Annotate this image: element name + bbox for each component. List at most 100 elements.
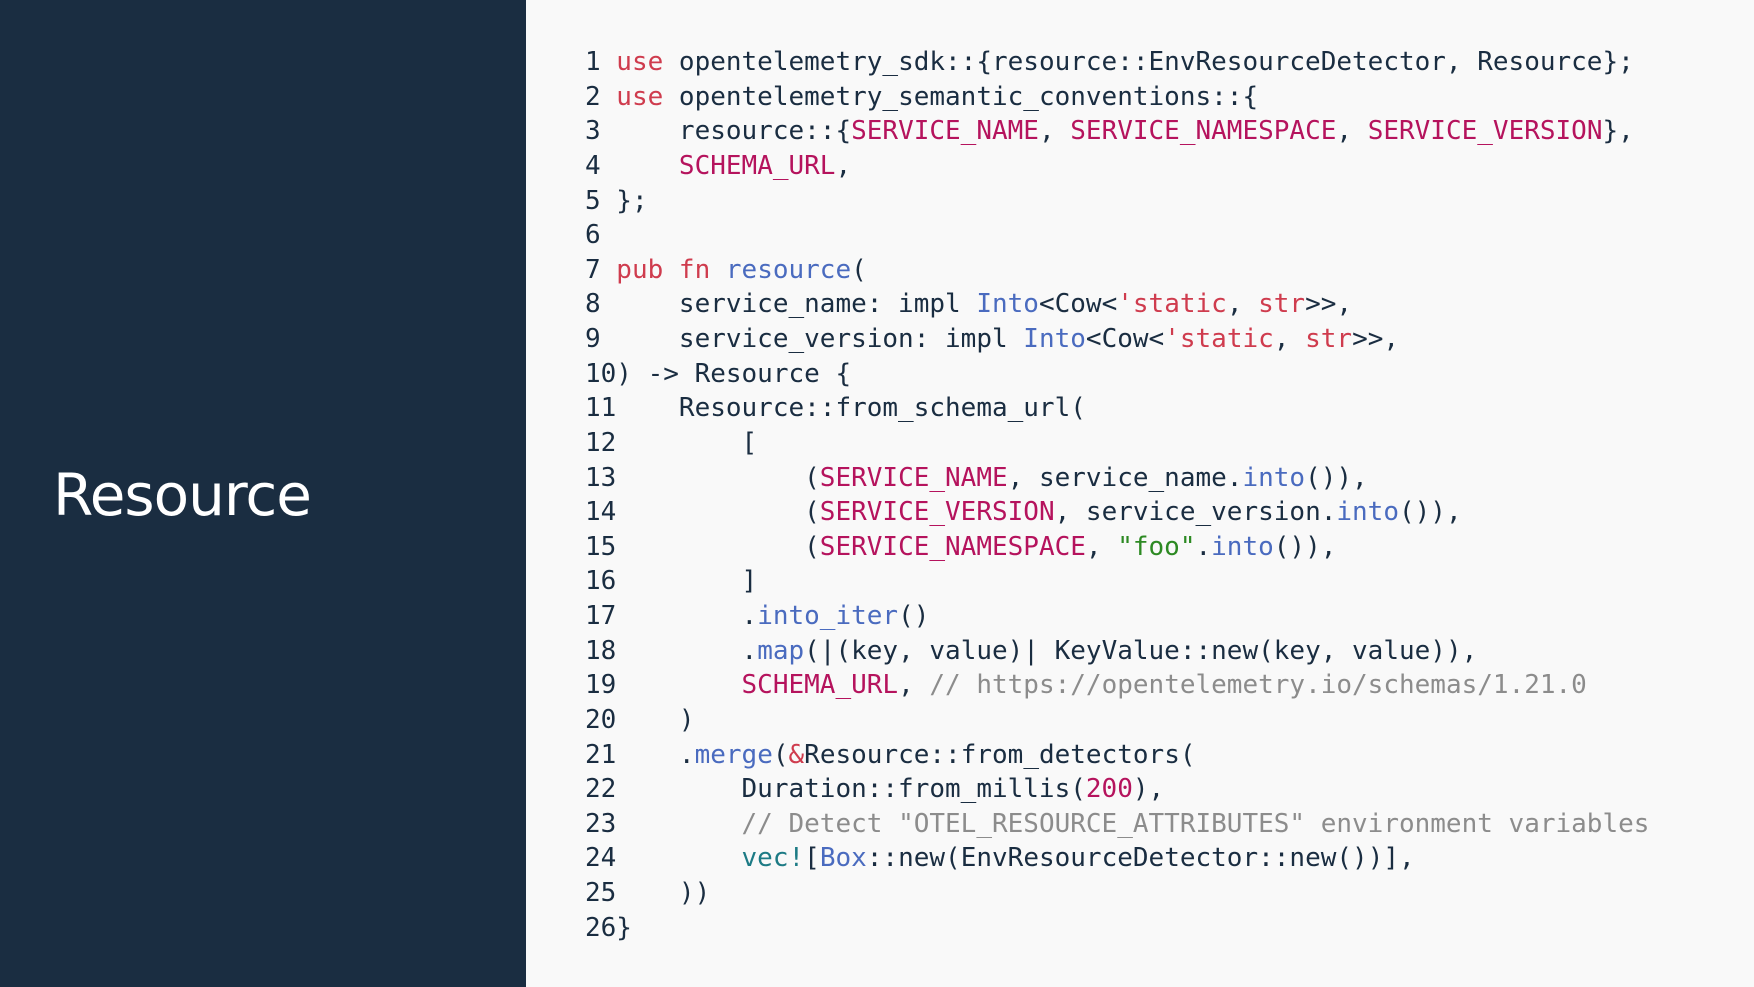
- code-line: 26}: [585, 911, 1649, 946]
- line-number: 11: [585, 393, 617, 424]
- code-line: 14 (SERVICE_VERSION, service_version.int…: [585, 495, 1649, 530]
- title-sidebar: Resource: [0, 0, 526, 987]
- code-token: Box: [819, 843, 867, 874]
- code-line: 13 (SERVICE_NAME, service_name.into()),: [585, 461, 1649, 496]
- code-token: ): [616, 704, 695, 735]
- code-token: <Cow<: [1038, 289, 1118, 320]
- code-token: };: [616, 185, 648, 216]
- line-number: 22: [585, 774, 617, 805]
- code-token: // Detect "OTEL_RESOURCE_ATTRIBUTES" env…: [741, 808, 1650, 839]
- code-line: 17 .into_iter(): [585, 599, 1649, 634]
- code-token: Into: [1023, 324, 1086, 354]
- code-token: ()),: [1305, 462, 1368, 493]
- code-token: pub: [616, 254, 664, 285]
- line-number: 23: [585, 808, 617, 839]
- line-number: 3: [585, 116, 601, 147]
- code-token: (: [851, 254, 867, 285]
- code-line: 9 service_version: impl Into<Cow<'static…: [585, 322, 1649, 357]
- line-number: 15: [585, 531, 617, 562]
- code-token: ),: [1132, 774, 1165, 805]
- code-line: 24 vec![Box::new(EnvResourceDetector::ne…: [585, 841, 1649, 876]
- line-number: 13: [585, 462, 617, 493]
- code-token: .: [616, 739, 695, 770]
- code-token: )): [616, 878, 711, 908]
- code-token: [616, 809, 741, 839]
- code-line: 18 .map(|(key, value)| KeyValue::new(key…: [585, 634, 1649, 669]
- line-number: 19: [585, 670, 617, 701]
- line-number: 14: [585, 497, 617, 528]
- code-line: 21 .merge(&Resource::from_detectors(: [585, 738, 1649, 773]
- code-token: use: [616, 47, 664, 77]
- code-line: 16 ]: [585, 564, 1649, 599]
- code-token: fn: [678, 254, 711, 285]
- code-token: SCHEMA_URL: [741, 670, 899, 701]
- code-token: 200: [1085, 774, 1133, 805]
- code-line: 6: [585, 218, 1649, 253]
- code-token: Duration::from_millis(: [616, 774, 1086, 805]
- code-line: 3 resource::{SERVICE_NAME, SERVICE_NAMES…: [585, 114, 1649, 149]
- code-token: into: [1336, 497, 1399, 528]
- code-token: ()),: [1399, 497, 1462, 528]
- line-number: 20: [585, 704, 617, 735]
- code-token: ,: [1273, 324, 1306, 354]
- line-number: 4: [585, 150, 601, 181]
- line-number: 10: [585, 358, 617, 389]
- code-token: str: [1305, 324, 1353, 354]
- line-number: 2: [585, 81, 601, 112]
- code-token: SCHEMA_URL: [678, 150, 836, 181]
- code-line: 8 service_name: impl Into<Cow<'static, s…: [585, 287, 1649, 322]
- line-number: 17: [585, 601, 617, 631]
- line-number: 6: [585, 220, 601, 251]
- code-token: [616, 670, 741, 700]
- code-token: (: [616, 531, 820, 562]
- code-token: Resource::from_schema_url(: [616, 393, 1086, 424]
- code-line: 15 (SERVICE_NAMESPACE, "foo".into()),: [585, 530, 1649, 565]
- code-token: >>,: [1305, 289, 1353, 320]
- code-token: SERVICE_NAME: [819, 462, 1008, 493]
- code-token: resource::{: [616, 116, 852, 147]
- line-number: 25: [585, 878, 617, 908]
- line-number: 12: [585, 427, 617, 458]
- code-token: &: [788, 739, 805, 770]
- line-number: 8: [585, 289, 601, 320]
- code-token: .: [616, 635, 758, 666]
- code-token: vec!: [741, 843, 805, 874]
- line-number: 24: [585, 843, 617, 874]
- code-token: SERVICE_VERSION: [1367, 116, 1603, 147]
- line-number: 1: [585, 47, 601, 77]
- code-line: 12 [: [585, 426, 1649, 461]
- code-token: [663, 255, 679, 285]
- code-line: 19 SCHEMA_URL, // https://opentelemetry.…: [585, 668, 1649, 703]
- code-token: }: [616, 912, 632, 943]
- code-line: 25 )): [585, 876, 1649, 911]
- code-token: ]: [616, 566, 758, 597]
- code-token: , service_version.: [1054, 497, 1337, 528]
- code-token: [616, 843, 741, 873]
- line-number: 5: [585, 185, 601, 216]
- line-number: 18: [585, 635, 617, 666]
- code-line: 10) -> Resource {: [585, 357, 1649, 392]
- code-token: into: [1242, 462, 1306, 493]
- code-token: Resource::from_detectors(: [804, 739, 1196, 770]
- code-token: into_iter: [757, 601, 899, 631]
- code-token: (: [616, 497, 820, 528]
- line-number: 26: [585, 912, 617, 943]
- code-token: <Cow<: [1085, 324, 1165, 354]
- code-token: [: [616, 427, 758, 458]
- code-token: SERVICE_VERSION: [819, 497, 1055, 528]
- code-token: ()),: [1273, 531, 1337, 562]
- code-token: SERVICE_NAMESPACE: [1070, 116, 1337, 147]
- code-token: service_version: impl: [616, 324, 1024, 354]
- slide-title: Resource: [53, 461, 312, 529]
- line-number: 16: [585, 566, 617, 597]
- code-line: 11 Resource::from_schema_url(: [585, 391, 1649, 426]
- code-line: 22 Duration::from_millis(200),: [585, 772, 1649, 807]
- code-token: SERVICE_NAME: [851, 116, 1039, 147]
- code-token: Into: [976, 289, 1039, 320]
- code-token: },: [1602, 116, 1634, 147]
- code-token: 'static: [1117, 289, 1227, 320]
